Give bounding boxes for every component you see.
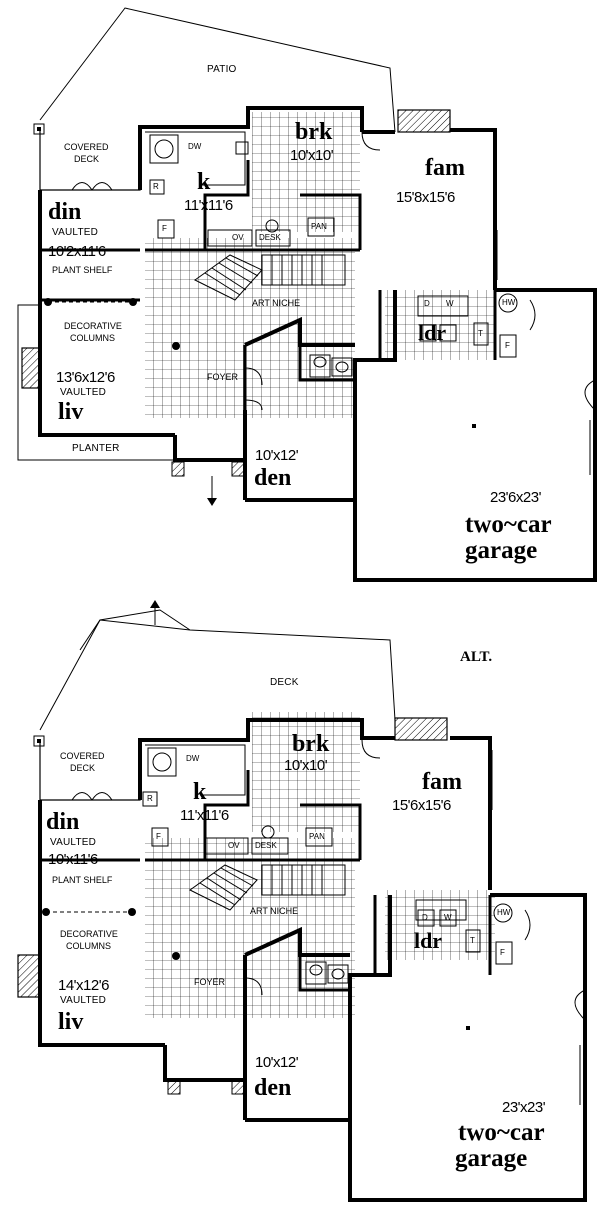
covered-deck-label-2: DECK <box>74 154 100 164</box>
fam-size: 15'6x15'6 <box>392 797 451 814</box>
din-size: 10'x11'6 <box>48 851 98 868</box>
foyer-label: FOYER <box>207 372 239 382</box>
ldr-name: ldr <box>418 320 447 345</box>
liv-size: 14'x12'6 <box>58 977 109 994</box>
din-note: VAULTED <box>50 837 97 848</box>
fam-name: fam <box>425 155 465 181</box>
brk-name: brk <box>292 731 330 757</box>
floor-plan-primary-drawing <box>17 7 597 582</box>
brk-size: 10'x10' <box>284 757 328 774</box>
fixture-f: F <box>162 224 167 233</box>
fixture-ov: OV <box>232 233 244 242</box>
floor-plan-alternate-drawing <box>17 600 587 1202</box>
k-name: k <box>193 779 207 805</box>
liv-name: liv <box>58 399 84 425</box>
alt-label: ALT. <box>460 649 493 665</box>
den-size: 10'x12' <box>255 447 299 464</box>
garage-line-2: garage <box>455 1145 528 1172</box>
tile-floor-breakfast <box>252 112 360 232</box>
fixture-t: T <box>478 329 483 338</box>
garage-size: 23'x23' <box>502 1099 546 1116</box>
fixture-hw: HW <box>497 908 511 917</box>
k-size: 11'x11'6 <box>180 807 229 824</box>
garage-line-2: garage <box>465 537 538 564</box>
ldr-name: ldr <box>414 928 443 953</box>
din-note: VAULTED <box>52 227 99 238</box>
fam-name: fam <box>422 769 462 795</box>
fixture-garage-f: F <box>505 341 510 350</box>
liv-note: VAULTED <box>60 387 107 398</box>
fixture-d: D <box>422 913 428 922</box>
fixture-pan: PAN <box>309 832 325 841</box>
fireplace-living <box>21 347 41 389</box>
planter-label: PLANTER <box>72 443 120 454</box>
den-name: den <box>254 465 292 491</box>
fixture-hw: HW <box>502 298 516 307</box>
covered-deck-label-1: COVERED <box>60 751 105 761</box>
fixture-w: W <box>446 299 454 308</box>
garage-line-1: two~car <box>465 511 552 538</box>
fixture-ov: OV <box>228 841 240 850</box>
fixture-desk: DESK <box>259 233 281 242</box>
fixture-dw: DW <box>186 754 200 763</box>
liv-name: liv <box>58 1009 84 1035</box>
fixture-dw: DW <box>188 142 202 151</box>
din-plant-shelf: PLANT SHELF <box>52 875 113 885</box>
den-size: 10'x12' <box>255 1054 299 1071</box>
den-name: den <box>254 1075 292 1101</box>
liv-note: VAULTED <box>60 995 107 1006</box>
foyer-label: FOYER <box>194 977 226 987</box>
tile-floor-main <box>145 238 355 418</box>
garage-line-1: two~car <box>458 1119 545 1146</box>
floor-plan-primary: PATIO COVERED DECK din VAULTED 10'2x11'6… <box>0 0 600 600</box>
fam-size: 15'8x15'6 <box>396 189 455 206</box>
din-name: din <box>48 199 82 225</box>
k-name: k <box>197 169 211 195</box>
patio-outline <box>39 7 396 133</box>
decorative-columns-1: DECORATIVE <box>64 321 122 331</box>
fixture-garage-f: F <box>500 948 505 957</box>
garage-size: 23'6x23' <box>490 489 541 506</box>
din-name: din <box>46 809 80 835</box>
deck-label: DECK <box>270 677 299 688</box>
brk-name: brk <box>295 119 333 145</box>
fixture-f: F <box>156 832 161 841</box>
decorative-columns-2: COLUMNS <box>70 333 116 343</box>
art-niche-label: ART NICHE <box>250 906 299 916</box>
k-size: 11'x11'6 <box>184 197 233 214</box>
art-niche-label: ART NICHE <box>252 298 301 308</box>
fixture-desk: DESK <box>255 841 277 850</box>
decorative-columns-1: DECORATIVE <box>60 929 118 939</box>
covered-deck-label-2: DECK <box>70 763 96 773</box>
decorative-columns-2: COLUMNS <box>66 941 112 951</box>
fixture-r: R <box>147 794 153 803</box>
fixture-t: T <box>470 936 475 945</box>
fixture-pan: PAN <box>311 222 327 231</box>
covered-deck-label-1: COVERED <box>64 142 109 152</box>
brk-size: 10'x10' <box>290 147 334 164</box>
fixture-w: W <box>444 913 452 922</box>
fixture-d: D <box>424 299 430 308</box>
liv-size: 13'6x12'6 <box>56 369 115 386</box>
patio-label: PATIO <box>207 64 237 75</box>
fireplace-family <box>397 109 451 133</box>
floor-plan-alternate: ALT. DECK COVERED DECK din VAULTED 10'x1… <box>0 600 600 1217</box>
fixture-r: R <box>153 182 159 191</box>
din-plant-shelf: PLANT SHELF <box>52 265 113 275</box>
din-size: 10'2x11'6 <box>48 243 106 260</box>
